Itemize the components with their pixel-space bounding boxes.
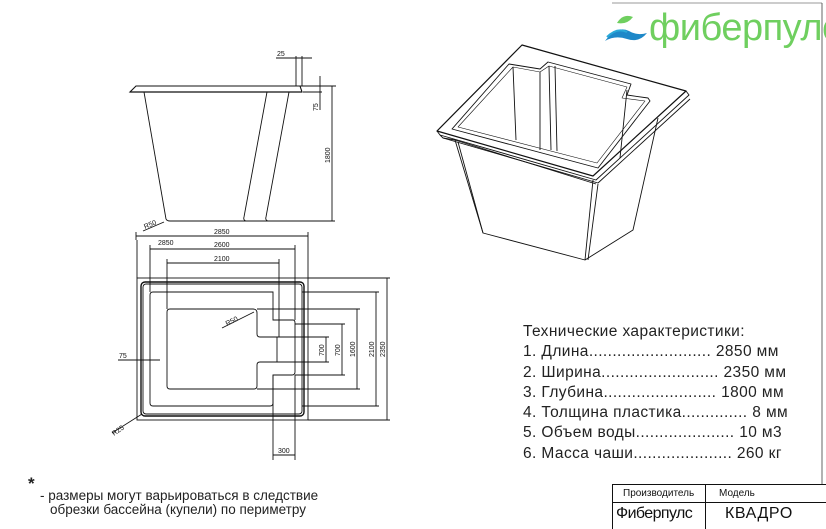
dim-radius-step: R50 (225, 316, 240, 328)
model-value: КВАДРО (725, 505, 793, 522)
brand-logo: фиберпулс (603, 8, 826, 48)
technical-specs: Технические характеристики: 1. Длина....… (523, 322, 788, 464)
dim-inner-length: 1600 (350, 341, 357, 357)
dim-height: 1800 (325, 147, 332, 163)
dim-step-b: 700 (319, 344, 326, 356)
dim-width-side: 2850 (214, 229, 230, 236)
isometric-view (436, 44, 691, 261)
dim-rim-width: 25 (277, 51, 285, 58)
dim-radius-corner: R25 (111, 424, 126, 437)
spec-volume: 5. Объем воды..................... 10 м3 (523, 424, 783, 442)
title-block: Производитель Модель Фиберпулс КВАДРО (612, 484, 826, 529)
plan-view: 2850 2600 2100 2350 2100 1600 700 700 30… (111, 240, 390, 460)
spec-thickness: 4. Толщина пластика.............. 8 мм (523, 404, 789, 422)
dim-mid-width: 2600 (214, 242, 230, 249)
side-view: 25 75 1800 R50 2850 (128, 51, 336, 240)
spec-depth: 3. Глубина........................ 1800 … (523, 383, 785, 401)
spec-mass: 6. Масса чаши..................... 260 к… (523, 444, 782, 462)
dim-rim-height: 75 (313, 103, 320, 111)
manufacturer-value: Фиберпулс (616, 505, 693, 522)
dim-outer-length: 2350 (380, 341, 387, 357)
dim-inner-width: 2100 (214, 256, 230, 263)
wave-logo-icon (605, 15, 647, 41)
dim-mid-length: 2100 (369, 341, 376, 357)
dim-step-depth: 300 (278, 448, 290, 455)
specs-title: Технические характеристики: (523, 323, 745, 340)
footnote-line-2: обрезки бассейна (купели) по периметру (50, 502, 306, 517)
spec-width: 2. Ширина......................... 2350 … (523, 363, 787, 381)
footnote-star: * (28, 474, 35, 493)
dim-step-a: 700 (335, 344, 342, 356)
dim-rim: 75 (119, 353, 127, 360)
spec-length: 1. Длина.......................... 2850 … (523, 343, 779, 361)
dim-outer-width: 2850 (158, 240, 174, 247)
model-label: Модель (719, 488, 755, 499)
dim-radius-side: R50 (143, 220, 158, 231)
title-block-divider (613, 502, 826, 503)
footnote-line-1: - размеры могут варьироваться в следстви… (40, 488, 319, 503)
manufacturer-label: Производитель (623, 488, 695, 499)
title-block-divider (705, 485, 706, 529)
logo-text: фиберпулс (649, 7, 826, 49)
